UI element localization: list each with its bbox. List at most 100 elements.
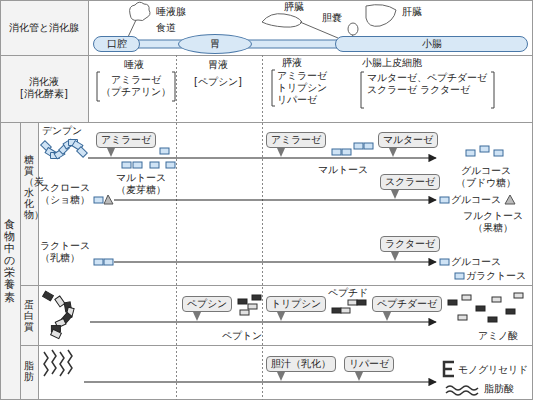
product-label: ガラクトース	[466, 270, 526, 282]
product-label: マルトース	[318, 164, 368, 176]
juice-label: 胃液	[208, 59, 228, 71]
product-label: グルコース （ブドウ糖）	[455, 165, 517, 189]
organ	[262, 14, 302, 27]
organ	[366, 5, 396, 27]
node-text: アミラーゼ	[101, 134, 151, 145]
row-header: 消化液 [消化酵素]	[4, 76, 84, 100]
enzyme-bracket	[491, 72, 494, 108]
enzyme-bubble: ペプシン	[182, 296, 232, 312]
product-label: グルコース	[451, 256, 501, 268]
category-label: 糖質（炭水化物）	[24, 154, 34, 220]
enzyme-bracket	[97, 72, 100, 101]
product-label: ペプチド	[328, 287, 368, 299]
organ-label: 膵臓	[284, 1, 304, 13]
protein-icon	[357, 300, 366, 305]
sugar-icon	[480, 146, 489, 152]
table-line	[20, 122, 21, 400]
fat-icon	[44, 352, 48, 376]
protein-icon	[240, 310, 249, 315]
sugar-icon	[364, 143, 373, 149]
protein-icon	[348, 300, 357, 305]
product-label: グルコース	[451, 194, 501, 206]
juice-label: 膵液	[282, 57, 302, 69]
mouth-segment: 口腔	[93, 36, 140, 52]
node-text: リパーゼ	[349, 358, 389, 369]
enzyme-bubble: ペプチダーゼ	[372, 296, 442, 312]
protein-icon	[462, 295, 471, 300]
enzyme-bracket	[172, 72, 175, 101]
enzyme-bubble: アミラーゼ	[266, 132, 326, 148]
enzyme-bubble: ラクターゼ	[380, 236, 440, 252]
sugar-icon	[505, 195, 515, 204]
header-fill	[0, 0, 88, 122]
table-line	[0, 122, 533, 123]
enzyme-bubble: アミラーゼ	[96, 132, 156, 148]
protein-icon	[514, 293, 523, 298]
nutrient-label: ラクトース （乳糖）	[40, 240, 92, 264]
node-text: 胆汁（乳化）	[271, 358, 331, 369]
molecule-chain	[77, 147, 88, 158]
enzyme-bubble: 胆汁（乳化）	[266, 356, 336, 372]
node-text: スクラーゼ	[385, 176, 435, 187]
fat-icon	[52, 350, 56, 374]
enzyme-bracket	[272, 70, 275, 106]
table-line	[88, 0, 89, 122]
enzyme-bubble: マルターゼ	[378, 132, 438, 148]
enzyme-list: マルターゼ、ペプチダーゼ スクラーゼ ラクターゼ	[367, 72, 490, 96]
protein-icon	[488, 317, 497, 322]
node-text: トリプシン	[271, 298, 321, 309]
product-label: アミノ酸	[478, 330, 518, 342]
protein-icon	[448, 300, 457, 305]
fat-icon	[446, 391, 478, 395]
sugar-icon	[440, 197, 449, 203]
reaction-arrow	[90, 321, 436, 322]
sugar-icon	[166, 162, 175, 168]
nutrient-label: スクロース （ショ糖）	[40, 182, 92, 206]
organ	[128, 20, 136, 37]
node-text: マルターゼ	[383, 134, 433, 145]
fat-icon	[444, 362, 454, 376]
organ	[128, 2, 396, 39]
organ-label: 唾液腺	[156, 6, 186, 18]
enzyme-bracket	[361, 72, 364, 108]
sugar-icon	[150, 162, 159, 168]
stomach-segment: 胃	[178, 34, 252, 54]
protein-icon	[476, 306, 485, 311]
sugar-icon	[104, 259, 113, 265]
nutrient-label: デンプン	[42, 125, 82, 137]
node-text: ペプチダーゼ	[377, 298, 437, 309]
organ-label: 食道	[156, 22, 176, 34]
product-label: フルクトース （果糖）	[462, 210, 524, 234]
sugar-icon	[122, 162, 131, 168]
protein-icon	[238, 299, 247, 304]
molecule-chain	[43, 291, 54, 301]
reaction-arrow	[84, 381, 436, 382]
column-divider	[177, 55, 263, 400]
category-label: 食物中の栄養素	[4, 219, 15, 304]
juice-label: 小腸上皮細胞	[362, 57, 422, 69]
enzyme-bubble: スクラーゼ	[380, 174, 440, 190]
sugar-icon	[342, 149, 351, 155]
column-divider	[176, 55, 177, 400]
node-text: 口腔	[107, 38, 127, 50]
protein-icon	[492, 297, 501, 302]
product-label: モノグリセリド	[458, 364, 528, 376]
juice-label: 唾液	[124, 59, 144, 71]
protein-icon	[332, 308, 341, 313]
sugar-icon	[160, 148, 169, 154]
reaction-arrow	[88, 157, 436, 158]
molecule-chain	[55, 296, 65, 307]
node-text: 小腸	[422, 38, 442, 50]
sugar-icon	[94, 197, 103, 203]
sugar-icon	[440, 259, 449, 265]
protein-icon	[458, 315, 467, 320]
category-label: 蛋白質	[24, 299, 34, 332]
reaction-arrow	[114, 199, 436, 200]
row-header: 消化管と消化腺	[9, 22, 79, 34]
sugar-icon	[455, 273, 464, 279]
enzyme-list: アミラーゼ トリプシン リパーゼ	[277, 70, 335, 106]
fat-icon	[446, 386, 478, 390]
table-line	[0, 55, 533, 56]
category-label: 脂肪	[24, 360, 34, 382]
